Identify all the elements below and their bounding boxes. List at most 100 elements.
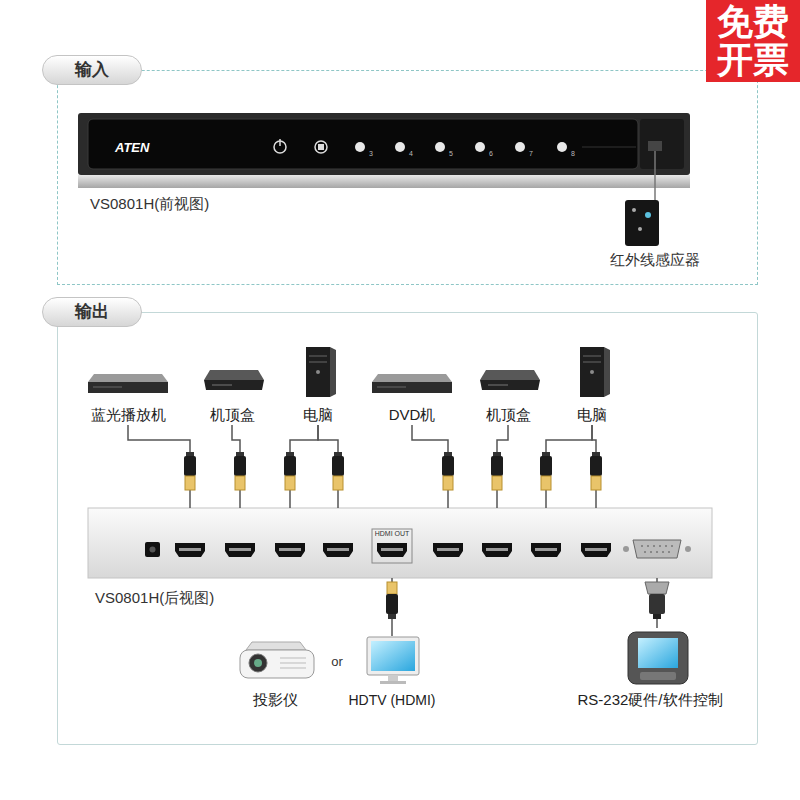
label-box: 7 xyxy=(529,142,533,160)
label-box: 8 xyxy=(571,142,575,160)
computer-icon xyxy=(306,347,330,397)
hdmi-port xyxy=(275,543,305,557)
switch-front-panel: ATEN xyxy=(78,113,690,188)
cable-connector xyxy=(128,425,190,508)
terminal-keypad xyxy=(640,672,676,680)
sensor-eye xyxy=(645,212,651,218)
sensor-cable xyxy=(654,151,656,200)
bluray-player-icon xyxy=(93,387,122,388)
hdmi-plug xyxy=(285,476,295,490)
hdmi-plug xyxy=(491,456,503,476)
badge-text: 免费 开票 xyxy=(713,3,793,79)
front-panel-side xyxy=(640,119,684,169)
hdmi-port xyxy=(225,543,255,557)
hdmi-plug xyxy=(386,594,398,614)
hdmi-plug xyxy=(442,456,454,476)
hdmi-plug xyxy=(388,614,396,619)
port-contacts xyxy=(486,548,508,551)
source-device: 机顶盒 xyxy=(463,345,553,425)
brand-logo: ATEN xyxy=(115,140,727,155)
computer-icon xyxy=(330,347,336,397)
db9-port xyxy=(633,540,681,558)
switch-rear-panel: HDMI OUT xyxy=(88,508,712,578)
port-button xyxy=(475,142,485,152)
hdmi-plug xyxy=(590,456,602,476)
part-label: 红外线感应器 xyxy=(610,251,700,268)
device-body xyxy=(78,113,690,175)
ir-window xyxy=(648,141,662,151)
computer-icon xyxy=(309,356,327,357)
db9-plug xyxy=(645,582,669,594)
hdmi-plug xyxy=(443,476,453,490)
db9-plug xyxy=(649,594,665,614)
device-caption: 电脑 xyxy=(303,405,333,425)
hdmi-port xyxy=(323,543,353,557)
device-caption: 机顶盒 xyxy=(486,405,531,425)
port-button xyxy=(557,142,567,152)
db9-pins xyxy=(644,552,670,553)
dvd-player-icon xyxy=(372,374,452,382)
cable-connector xyxy=(546,425,592,508)
computer-icon xyxy=(590,370,594,374)
hdmi-out-port xyxy=(377,543,407,557)
power-jack xyxy=(150,547,156,553)
source-device: 机顶盒 xyxy=(187,345,277,425)
hdmi-plug xyxy=(185,476,195,490)
projector-icon xyxy=(246,642,306,650)
device-caption: 蓝光播放机 xyxy=(91,405,166,425)
dvd-player-icon xyxy=(377,387,406,388)
port-contacts xyxy=(279,548,301,551)
device-caption: 机顶盒 xyxy=(210,405,255,425)
hdmi-plug xyxy=(332,456,344,476)
db9-screw xyxy=(623,546,629,552)
panel-groove xyxy=(582,147,636,148)
or-label: or xyxy=(331,654,343,669)
monitor-stand xyxy=(388,675,398,681)
hdmi-port xyxy=(433,543,463,557)
section-panel: 输出蓝光播放机机顶盒电脑DVD机机顶盒电脑HDMI OUT投影仪HDTV (HD… xyxy=(57,312,758,745)
button-number: 3 xyxy=(369,150,373,157)
set-top-box-icon xyxy=(204,370,264,380)
mode-icon xyxy=(315,141,327,153)
device-caption: DVD机 xyxy=(389,405,436,425)
port-button xyxy=(435,142,445,152)
device-caption: 电脑 xyxy=(577,405,607,425)
control-terminal-icon xyxy=(628,632,688,684)
section-tab: 输入 xyxy=(42,55,142,85)
bluray-player-icon xyxy=(88,374,168,382)
set-top-box-icon xyxy=(480,370,540,380)
view-caption: VS0801H(后视图) xyxy=(95,589,214,606)
computer-icon xyxy=(583,356,601,357)
hdmi-plug xyxy=(284,456,296,476)
port-button xyxy=(355,142,365,152)
computer-icon xyxy=(580,347,604,397)
power-icon xyxy=(279,139,281,146)
button-number: 7 xyxy=(529,150,533,157)
projector-lens xyxy=(254,659,262,667)
hdmi-port xyxy=(175,543,205,557)
label-box: 红外线感应器 xyxy=(610,250,700,269)
source-device: DVD机 xyxy=(367,345,457,425)
ir-sensor xyxy=(625,200,659,246)
button-number: 6 xyxy=(489,150,493,157)
set-top-box-icon xyxy=(204,380,264,390)
terminal-screen xyxy=(638,638,678,668)
hdmi-plug xyxy=(234,456,246,476)
source-device: 蓝光播放机 xyxy=(83,345,173,425)
power-jack xyxy=(145,542,160,557)
computer-icon xyxy=(583,362,601,363)
computer-icon xyxy=(316,370,320,374)
port-contacts xyxy=(381,548,403,551)
label-box: 3 xyxy=(369,142,373,160)
label-box: 6 xyxy=(489,142,493,160)
button-number: 8 xyxy=(571,150,575,157)
label-box: 5 xyxy=(449,142,453,160)
control-terminal: RS-232硬件/软件控制 xyxy=(565,628,735,710)
source-device: 电脑 xyxy=(547,345,637,425)
button-number: 4 xyxy=(409,150,413,157)
button-number: 5 xyxy=(449,150,453,157)
bluray-player-icon xyxy=(88,382,168,393)
